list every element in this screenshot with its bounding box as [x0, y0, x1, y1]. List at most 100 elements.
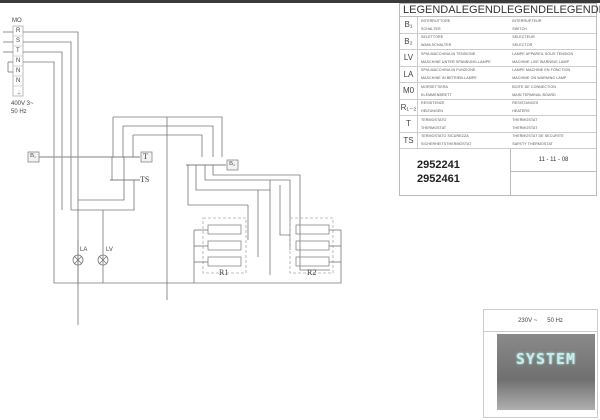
desc-it: SPIA MACCHINA IN FUNZIONE — [421, 68, 476, 73]
desc-en: HEATERS — [512, 109, 530, 114]
legend-desc-left: INTERRUTTORE SCHALTER — [418, 17, 509, 33]
legend-row: M0 MORSETTIERA KLEMMENBRETT BOITE DE CONN… — [400, 83, 596, 100]
legend-row: B₁ INTERRUTTORE SCHALTER INTERRUPTEUR SWIT… — [400, 17, 596, 34]
legend-desc-left: SELETTORE WAHLSCHALTER — [418, 34, 509, 50]
alt-frequency: 50 Hz — [547, 318, 563, 324]
legend-code: B₂ — [400, 33, 418, 49]
desc-it: INTERRUTTORE — [421, 18, 451, 23]
watermark-logo: SYSTEM — [497, 334, 595, 410]
legend-row: LA SPIA MACCHINA IN FUNZIONE MASCHINE IN … — [400, 66, 596, 83]
legend-desc-left: TERMOSTATO SICUREZZA SICHERHEITSTHERMOSTA… — [418, 133, 509, 149]
terminal-t: T — [16, 48, 20, 54]
legend-row: R₁₋₂ RESISTENZE HEIZUNGEN RESISTANCES HEAT… — [400, 99, 596, 116]
legend-code: B₁ — [400, 17, 418, 33]
desc-en: SAFETY THERMOSTAT — [512, 142, 553, 147]
legend-desc-right: THERMOSTAT DE SECURITE SAFETY THERMOSTAT — [509, 133, 596, 149]
terminal-n2: N — [16, 68, 21, 74]
desc-fr: LAMPE MACHINE EN FONCTION — [512, 68, 571, 73]
desc-en: SWITCH — [512, 26, 527, 31]
lamp-la-label: LA — [80, 247, 88, 253]
desc-fr: RESISTANCES — [512, 101, 539, 106]
legend-row: LV SPIA MACCHINA IN TENSIONE MASCHINE UNT… — [400, 50, 596, 67]
terminal-block — [12, 25, 24, 97]
legend-code: M0 — [400, 83, 418, 99]
terminal-n1: N — [16, 58, 21, 64]
terminal-n3: N — [16, 78, 21, 84]
supply-voltage: 400V 3~ — [11, 101, 34, 107]
legend-code: LA — [400, 66, 418, 82]
legend-desc-right: SELECTEUR SELECTOR — [509, 34, 596, 50]
desc-en: MACHINE LIVE WARNING LAMP — [512, 59, 570, 64]
desc-en: MACHINE ON WARNING LAMP — [512, 76, 567, 81]
lamp-lv-label: LV — [106, 247, 113, 253]
legend-desc-right: THERMOSTAT THERMOSTAT — [509, 116, 596, 132]
legend-title-en: LEGEND — [455, 4, 501, 16]
resistor-r2-label: R2 — [307, 268, 317, 277]
alt-supply-box — [483, 331, 598, 418]
alt-voltage: 230V ~ — [518, 318, 538, 324]
desc-en: MAIN TERMINAL BOARD — [512, 92, 556, 97]
top-bar — [0, 0, 600, 3]
switch-b1-label: B₁ — [30, 153, 37, 159]
desc-de: WAHLSCHALTER — [421, 43, 452, 48]
legend-desc-left: MORSETTIERA KLEMMENBRETT — [418, 83, 509, 99]
legend-desc-right: INTERRUPTEUR SWITCH — [509, 17, 596, 33]
desc-fr: INTERRUPTEUR — [512, 18, 542, 23]
switch-b2-label: B₂ — [229, 161, 236, 167]
desc-en: SELECTOR — [512, 43, 533, 48]
desc-fr: THERMOSTAT DE SECURITE — [512, 134, 564, 139]
legend-title-fr: LEGENDE — [500, 4, 554, 16]
desc-de: MASCHINE IN BETRIEB-LAMPE — [421, 76, 477, 81]
legend-code: LV — [400, 50, 418, 66]
legend-code: T — [400, 116, 418, 132]
desc-fr: SELECTEUR — [512, 35, 535, 40]
legend-title: LEGENDA LEGEND LEGENDE LEGENDE — [400, 4, 600, 17]
supply-frequency: 50 Hz — [11, 109, 27, 115]
desc-it: SELETTORE — [421, 35, 444, 40]
desc-en: THERMOSTAT — [512, 125, 538, 130]
alt-supply-header: 230V ~ 50 Hz — [483, 309, 598, 332]
legend-table: LEGENDA LEGEND LEGENDE LEGENDE B₁ INTERR… — [399, 3, 600, 196]
legend-desc-right: LAMPE MACHINE EN FONCTION MACHINE ON WARN… — [509, 67, 596, 83]
resistor-r1-label: R1 — [219, 268, 229, 277]
terminal-s: S — [16, 38, 21, 44]
desc-it: RESISTENZE — [421, 101, 445, 106]
legend-title-de: LEGENDE — [553, 4, 600, 16]
terminal-r: R — [16, 28, 21, 34]
legend-desc-left: RESISTENZE HEIZUNGEN — [418, 100, 509, 116]
legend-code: TS — [400, 132, 418, 148]
legend-code: R₁₋₂ — [400, 99, 418, 115]
desc-de: KLEMMENBRETT — [421, 92, 452, 97]
desc-fr: BOITE DE CONNECTION — [512, 84, 557, 89]
legend-date: 11 - 11 - 08 — [511, 149, 596, 172]
legend-desc-right: LAMPE APPAREIL SOUS TENSION MACHINE LIVE … — [509, 50, 596, 66]
legend-title-it: LEGENDA — [403, 4, 456, 16]
legend-desc-left: SPIA MACCHINA IN FUNZIONE MASCHINE IN BET… — [418, 67, 509, 83]
desc-de: HEIZUNGEN — [421, 109, 444, 114]
desc-de: THERMOSTAT — [421, 125, 447, 130]
lamp-la — [72, 254, 84, 266]
code-number: 2952241 — [417, 159, 460, 171]
watermark-text: SYSTEM — [515, 350, 577, 368]
legend-desc-left: TERMOSTATO THERMOSTAT — [418, 116, 509, 132]
desc-fr: THERMOSTAT — [512, 117, 538, 122]
desc-fr: LAMPE APPAREIL SOUS TENSION — [512, 51, 574, 56]
desc-it: TERMOSTATO SICUREZZA — [421, 134, 469, 139]
desc-it: MORSETTIERA — [421, 84, 449, 89]
desc-it: SPIA MACCHINA IN TENSIONE — [421, 51, 476, 56]
legend-desc-left: SPIA MACCHINA IN TENSIONE MASCHINE UNTER … — [418, 50, 509, 66]
thermostat-label: T — [143, 152, 148, 161]
desc-it: TERMOSTATO — [421, 117, 447, 122]
legend-row: TS TERMOSTATO SICUREZZA SICHERHEITSTHERMO… — [400, 132, 596, 149]
desc-de: SICHERHEITSTHERMOSTAT — [421, 142, 472, 147]
legend-desc-right: RESISTANCES HEATERS — [509, 100, 596, 116]
legend-footer: 2952241 2952461 11 - 11 - 08 — [400, 149, 596, 195]
code-number: 2952461 — [417, 173, 460, 185]
terminal-block-label: MO — [12, 18, 22, 24]
desc-de: MASCHINE UNTER SPANNUNG-LAMPE — [421, 59, 491, 64]
desc-de: SCHALTER — [421, 26, 441, 31]
safety-thermostat-label: TS — [140, 175, 150, 184]
